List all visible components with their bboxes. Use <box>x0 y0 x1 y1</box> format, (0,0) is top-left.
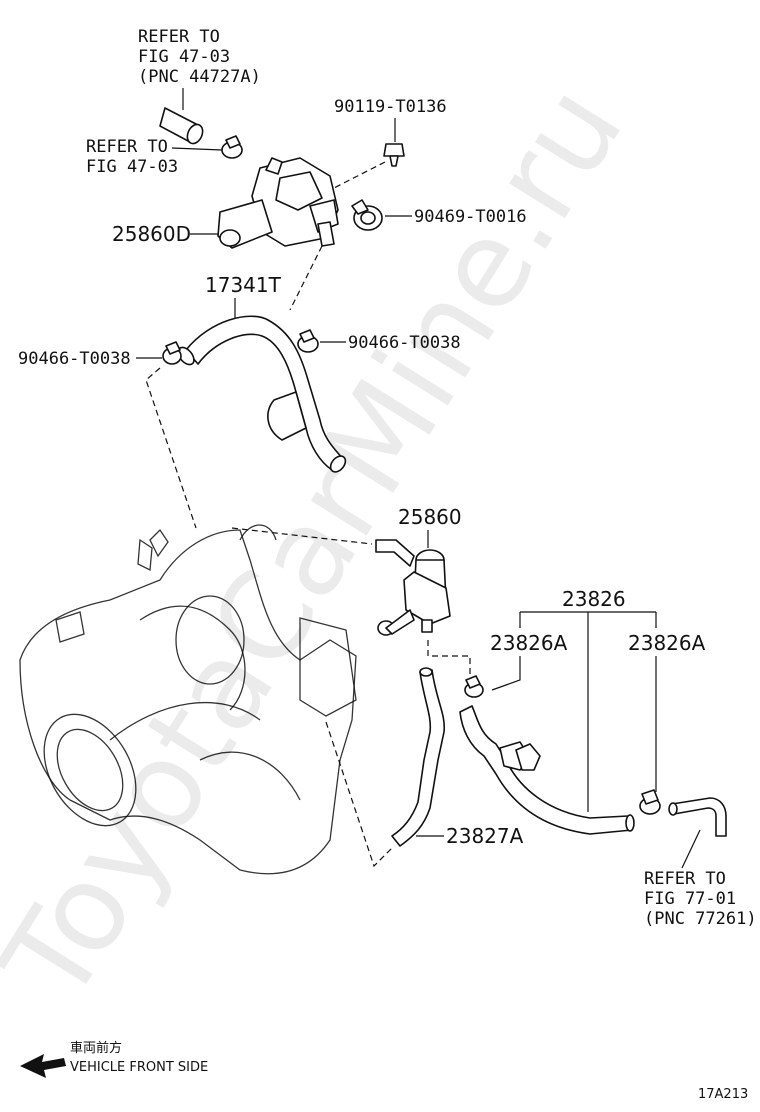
vehicle-front-legend: 車両前方 VEHICLE FRONT SIDE <box>20 1040 208 1078</box>
label-90466-t0038-right: 90466-T0038 <box>348 333 461 353</box>
legend-en: VEHICLE FRONT SIDE <box>70 1060 208 1075</box>
clamp-90466-right <box>297 329 319 353</box>
clamp-90469 <box>351 199 383 231</box>
clamp-90466-left <box>162 341 182 365</box>
label-25860d: 25860D <box>112 222 191 246</box>
vsv-valve-25860d <box>217 157 339 249</box>
bolt-90119 <box>383 143 405 167</box>
clip-top <box>221 135 243 159</box>
label-90119-t0136: 90119-T0136 <box>334 97 447 117</box>
intake-throttle-body <box>19 524 357 875</box>
ref-fig-47-03-pnc: REFER TO FIG 47-03 (PNC 44727A) <box>138 27 261 110</box>
valve-25860 <box>375 539 451 636</box>
arrow-left-icon <box>20 1054 66 1078</box>
label-25860: 25860 <box>398 505 462 529</box>
figure-id: 17A213 <box>698 1087 748 1102</box>
ref2-line1: REFER TO <box>86 137 168 157</box>
ref-fig-77-01: REFER TO FIG 77-01 (PNC 77261) <box>644 829 757 929</box>
ref3-line2: FIG 77-01 <box>644 889 736 909</box>
label-90469-t0016: 90469-T0016 <box>414 207 527 227</box>
hose-end-top <box>159 107 204 145</box>
pipe-end-right <box>668 797 727 837</box>
ref3-line1: REFER TO <box>644 869 726 889</box>
label-23826a-right: 23826A <box>628 631 706 655</box>
label-23826: 23826 <box>562 587 626 611</box>
ref3-line3: (PNC 77261) <box>644 909 757 929</box>
clamp-23826a-right <box>639 789 661 815</box>
label-23826a-left: 23826A <box>490 631 568 655</box>
ref-fig-47-03: REFER TO FIG 47-03 <box>86 137 223 177</box>
legend-jp: 車両前方 <box>70 1040 122 1056</box>
label-23827a: 23827A <box>446 824 524 848</box>
hose-23827a <box>391 667 446 847</box>
label-17341t: 17341T <box>205 273 282 297</box>
ref1-line3: (PNC 44727A) <box>138 67 261 87</box>
hose-17341t <box>177 315 347 473</box>
hose-23826 <box>459 705 635 835</box>
ref2-line2: FIG 47-03 <box>86 157 178 177</box>
label-90466-t0038-left: 90466-T0038 <box>18 349 131 369</box>
ref1-line2: FIG 47-03 <box>138 47 230 67</box>
clamp-23826a-left <box>464 675 484 698</box>
ref1-line1: REFER TO <box>138 27 220 47</box>
